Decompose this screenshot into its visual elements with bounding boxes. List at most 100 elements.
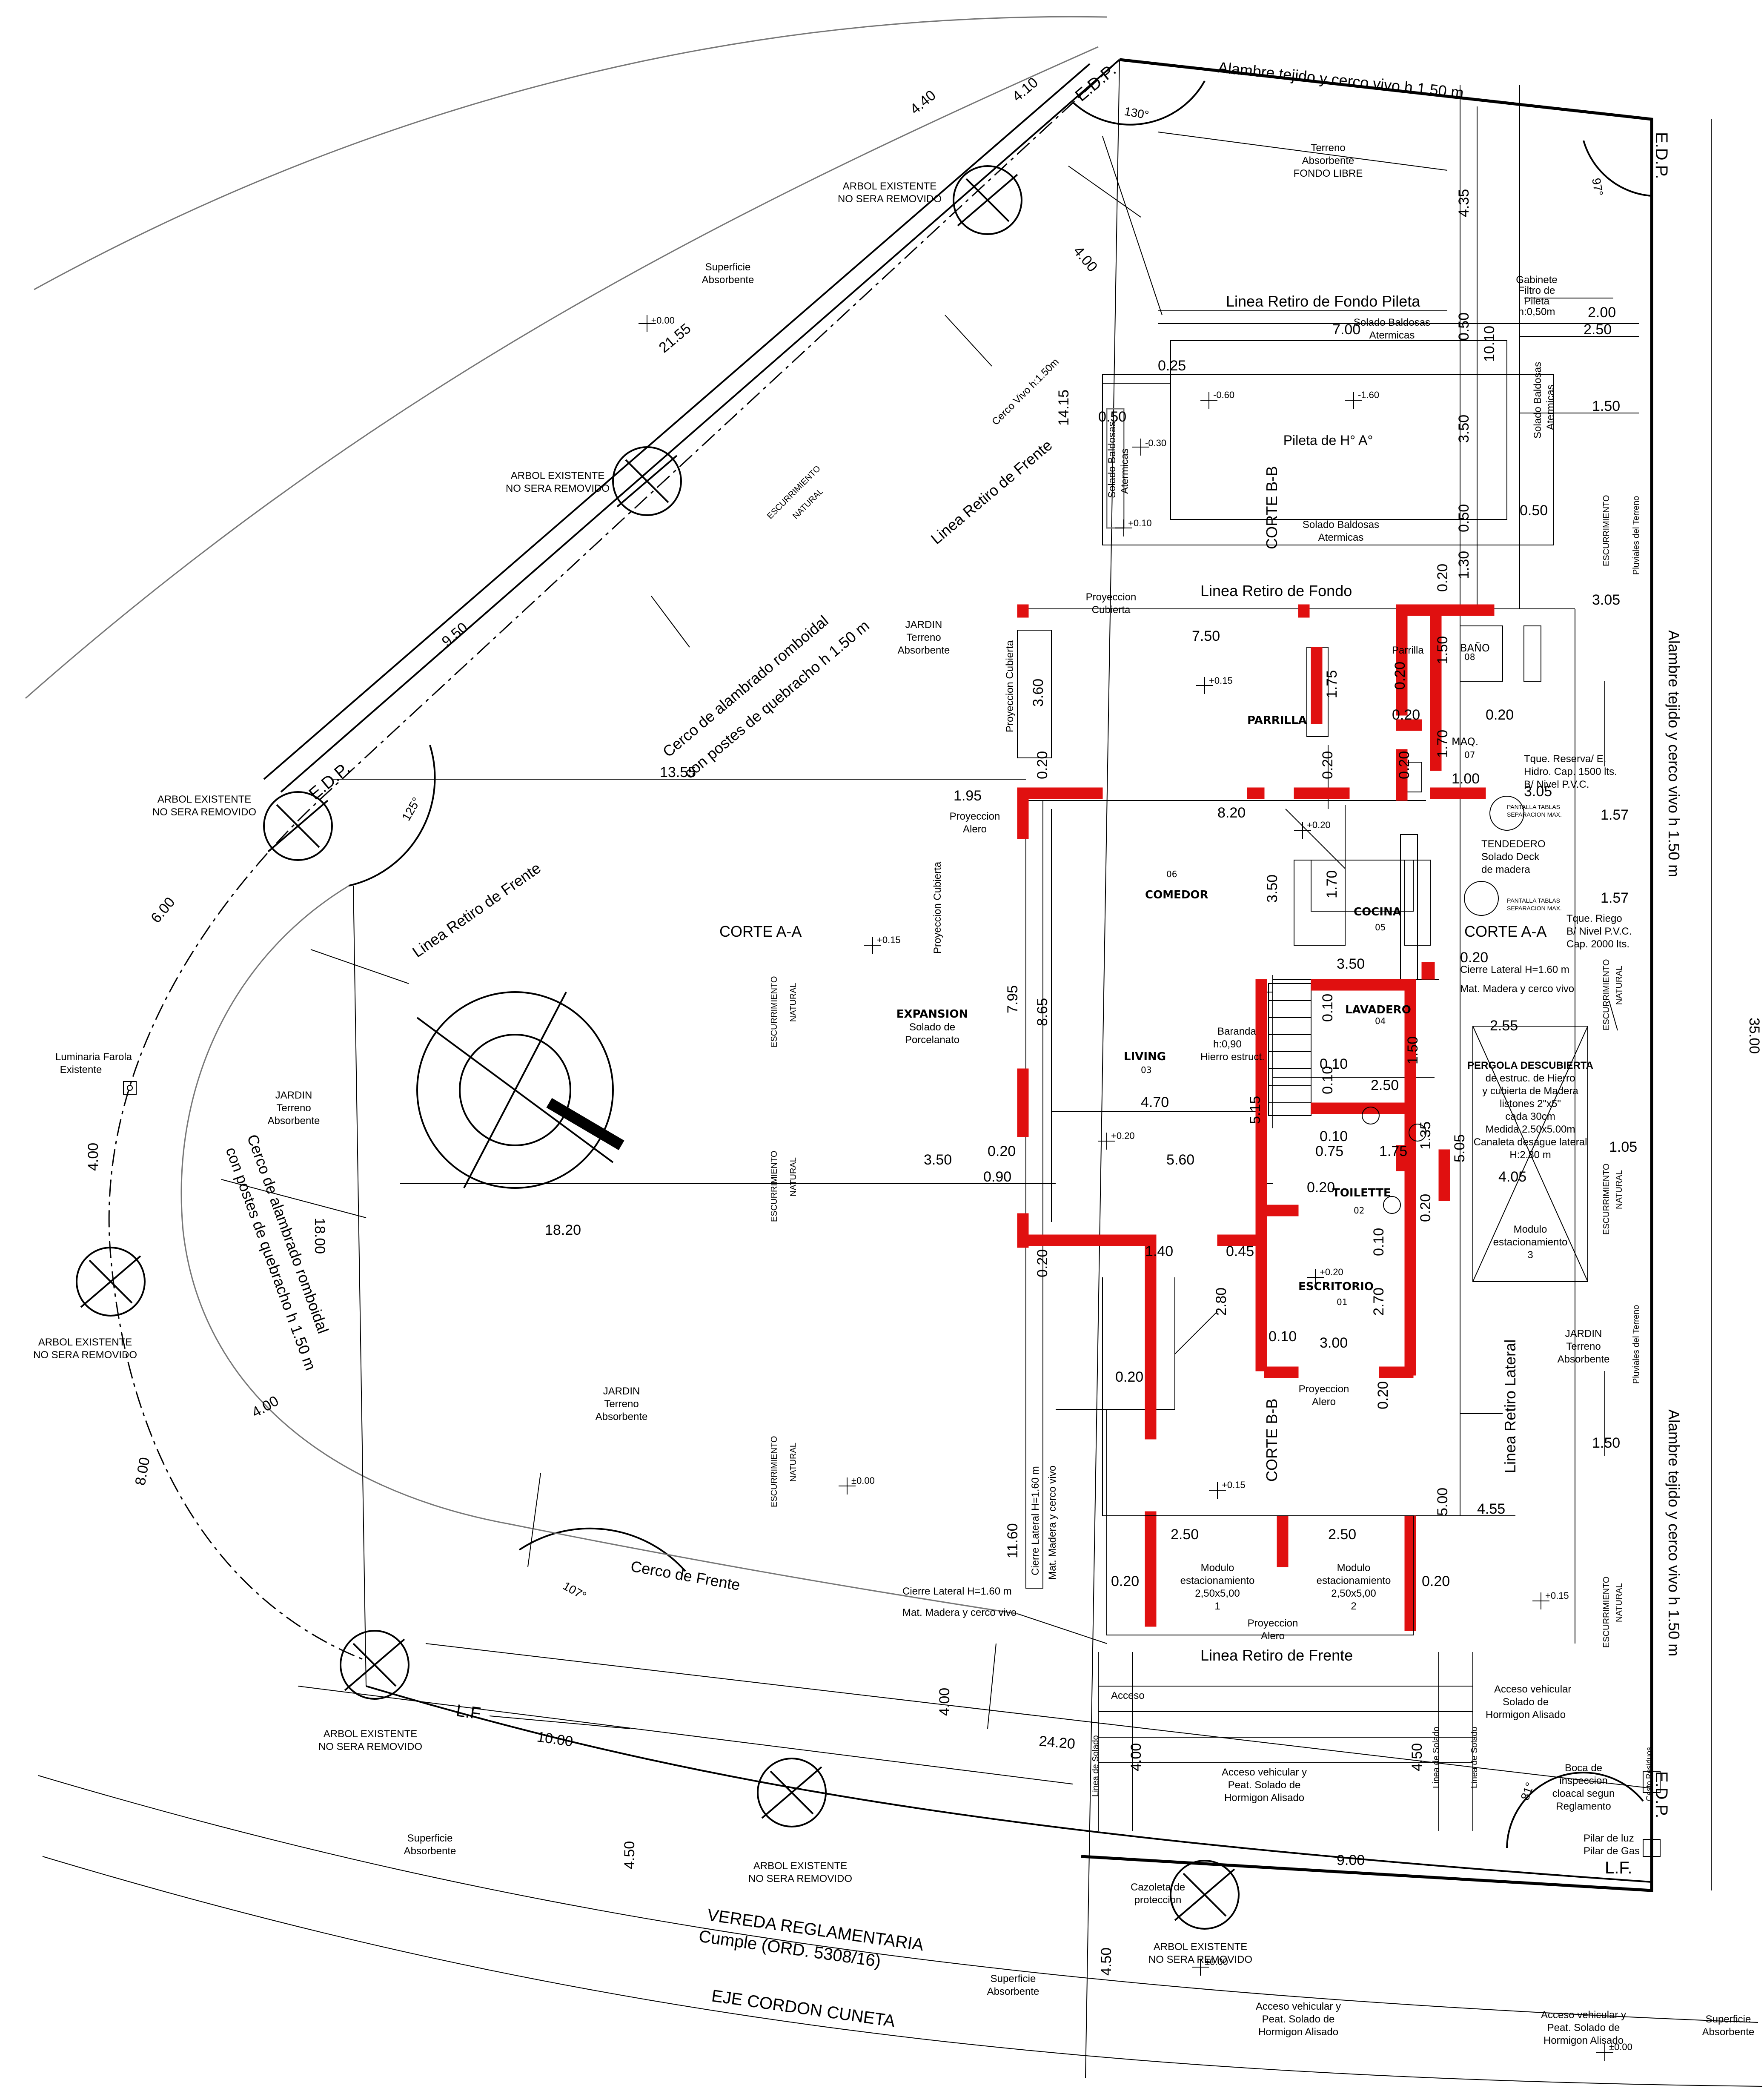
label-tanque: B/ Nivel P.V.C. bbox=[1524, 779, 1589, 790]
dimension-value: 8.65 bbox=[1034, 998, 1051, 1026]
label-pergola: PERGOLA DESCUBIERTA bbox=[1467, 1060, 1593, 1071]
dimension-value: 0.50 bbox=[1456, 504, 1472, 532]
label-angle: 130° bbox=[1123, 104, 1150, 122]
label-jardin: JARDIN bbox=[275, 1090, 312, 1101]
dimension-value: 4.40 bbox=[907, 87, 939, 118]
house-outline bbox=[1017, 625, 1541, 1635]
level-cross-icon: -0.60 bbox=[1200, 390, 1234, 409]
label-modulo: estacionamiento bbox=[1493, 1236, 1568, 1248]
label-retiro-lateral: Linea Retiro Lateral bbox=[1501, 1340, 1519, 1473]
dimension-value: 1.50 bbox=[1592, 1435, 1620, 1451]
label-arbol: NO SERA REMOVIDO bbox=[1148, 1954, 1252, 1965]
label-expansion: Solado de bbox=[909, 1021, 955, 1033]
label-superficie: Superficie bbox=[991, 1973, 1036, 1985]
label-solado: Atermicas bbox=[1369, 330, 1415, 341]
label-luminaria: Luminaria Farola bbox=[55, 1051, 132, 1063]
dimension-value: 6.00 bbox=[148, 894, 178, 926]
dimension-value: 1.57 bbox=[1601, 890, 1629, 906]
label-edp: E.D.P. bbox=[1652, 132, 1671, 179]
label-cerco-frente: Cerco de Frente bbox=[630, 1558, 742, 1594]
label-cerco-alambrado: Cerco de alambrado romboidal bbox=[659, 612, 832, 760]
room-number: 07 bbox=[1464, 750, 1475, 760]
dimension-value: 0.20 bbox=[1034, 751, 1051, 779]
dimension-value: 2.50 bbox=[1328, 1526, 1356, 1543]
label-acceso-vehicular: Hormigon Alisado bbox=[1258, 2026, 1338, 2038]
dimension-value: 0.10 bbox=[1320, 1056, 1348, 1072]
structural-walls bbox=[1017, 604, 1495, 1631]
tree-circle-x-icon bbox=[340, 1630, 410, 1700]
dimension-value: 0.10 bbox=[1320, 1128, 1348, 1145]
dimension-value: 5.05 bbox=[1452, 1134, 1468, 1162]
dimension-value: 4.70 bbox=[1141, 1094, 1169, 1110]
label-jardin: Terreno bbox=[1566, 1341, 1601, 1352]
label-pergola: de estruc. de Hierro bbox=[1486, 1073, 1575, 1084]
dimension-value: 1.70 bbox=[1435, 730, 1451, 758]
flow-arrows bbox=[221, 166, 1618, 1729]
label-pilar: Pilar de Gas bbox=[1584, 1845, 1640, 1857]
level-label: +0.20 bbox=[1320, 1267, 1343, 1277]
label-arbol: ARBOL EXISTENTE bbox=[1154, 1941, 1248, 1953]
dimension-value: 4.00 bbox=[85, 1143, 101, 1171]
label-pluviales: Pluviales del Terreno bbox=[1632, 496, 1641, 575]
level-cross-icon: +0.20 bbox=[1098, 1130, 1135, 1150]
label-jardin: Terreno bbox=[604, 1398, 639, 1410]
level-label: ±0.00 bbox=[851, 1475, 875, 1486]
dimension-value: 0.75 bbox=[1315, 1143, 1343, 1159]
label-lf: L.F. bbox=[1605, 1859, 1632, 1877]
label-proyeccion: Proyeccion bbox=[950, 811, 1000, 822]
label-modulo: Modulo bbox=[1337, 1562, 1371, 1574]
label-jardin: Absorbente bbox=[596, 1411, 648, 1423]
label-alambre-right: Alambre tejido y cerco vivo h 1.50 m bbox=[1665, 630, 1683, 877]
label-pergola: listones 2"x5" bbox=[1500, 1098, 1561, 1110]
label-acceso-vehicular: Acceso vehicular y bbox=[1222, 1767, 1307, 1778]
label-baranda: Hierro estruct. bbox=[1200, 1051, 1265, 1063]
label-escurrimiento: ESCURRIMIENTO bbox=[1602, 959, 1611, 1030]
dimension-value: 2.70 bbox=[1371, 1288, 1387, 1316]
label-proyeccion: Proyeccion bbox=[1248, 1618, 1298, 1629]
level-markers: ±0.00 -0.60 -1.60 -0.30 +0.10 +0.15 +0.2… bbox=[639, 315, 1632, 2061]
dimension-value: 24.20 bbox=[1038, 1733, 1076, 1752]
dimension-value: 18.20 bbox=[545, 1222, 581, 1238]
label-superficie: Superficie bbox=[407, 1833, 453, 1844]
level-cross-icon: -0.30 bbox=[1132, 438, 1166, 456]
dimension-value: 13.55 bbox=[660, 764, 696, 780]
dimension-value: 0.25 bbox=[1158, 358, 1186, 374]
dimension-value: 0.20 bbox=[1486, 707, 1514, 723]
dimension-value: 10.10 bbox=[1481, 326, 1498, 362]
label-pergola: cada 30cm bbox=[1505, 1111, 1555, 1122]
label-pergola: Medida 2.50x5.00m bbox=[1486, 1124, 1575, 1135]
label-boca: cloacal segun bbox=[1552, 1788, 1615, 1799]
dimension-value: 3.50 bbox=[1456, 415, 1472, 443]
dimension-value: 1.70 bbox=[1324, 870, 1340, 898]
dimension-value: 1.50 bbox=[1592, 398, 1620, 414]
label-edp: E.D.P. bbox=[306, 759, 354, 803]
label-tanque-riego: Cap. 2000 lts. bbox=[1566, 938, 1629, 950]
label-angle: 125° bbox=[399, 795, 423, 823]
dimension-value: 0.50 bbox=[1098, 409, 1126, 425]
dimension-value: 4.10 bbox=[1009, 74, 1041, 105]
label-tanque: Hidro. Cap. 1500 lts. bbox=[1524, 766, 1617, 777]
level-cross-icon: +0.15 bbox=[1196, 675, 1233, 694]
label-room: ESCRITORIO bbox=[1298, 1280, 1374, 1293]
dimension-value: 4.00 bbox=[1070, 243, 1101, 275]
label-terreno: FONDO LIBRE bbox=[1294, 168, 1363, 179]
label-superficie: Absorbente bbox=[404, 1845, 456, 1857]
dimension-value: 2.80 bbox=[1213, 1288, 1229, 1316]
dimension-value: 1.35 bbox=[1418, 1122, 1434, 1150]
dimension-value: 4.50 bbox=[1409, 1743, 1425, 1771]
label-pantalla: PANTALLA TABLAS bbox=[1507, 897, 1560, 904]
label-proyeccion: Cubierta bbox=[1092, 604, 1131, 616]
dimension-value: 1.57 bbox=[1601, 807, 1629, 823]
label-escurrimiento: NATURAL bbox=[1615, 966, 1624, 1005]
level-cross-icon: +0.10 bbox=[1115, 518, 1152, 536]
label-escurrimiento: ESCURRIMIENTO bbox=[1602, 495, 1611, 566]
label-cierre-lateral: Mat. Madera y cerco vivo bbox=[1460, 983, 1574, 995]
label-superficie: Absorbente bbox=[702, 274, 754, 286]
dimension-value: 7.95 bbox=[1005, 985, 1021, 1013]
dimension-value: 5.15 bbox=[1247, 1096, 1263, 1124]
label-pileta: Pileta de H° A° bbox=[1283, 433, 1373, 448]
label-solado: Solado Baldosas bbox=[1106, 422, 1118, 498]
dimension-value: 0.20 bbox=[1375, 1381, 1391, 1409]
lamp-post-icon bbox=[123, 1081, 137, 1095]
